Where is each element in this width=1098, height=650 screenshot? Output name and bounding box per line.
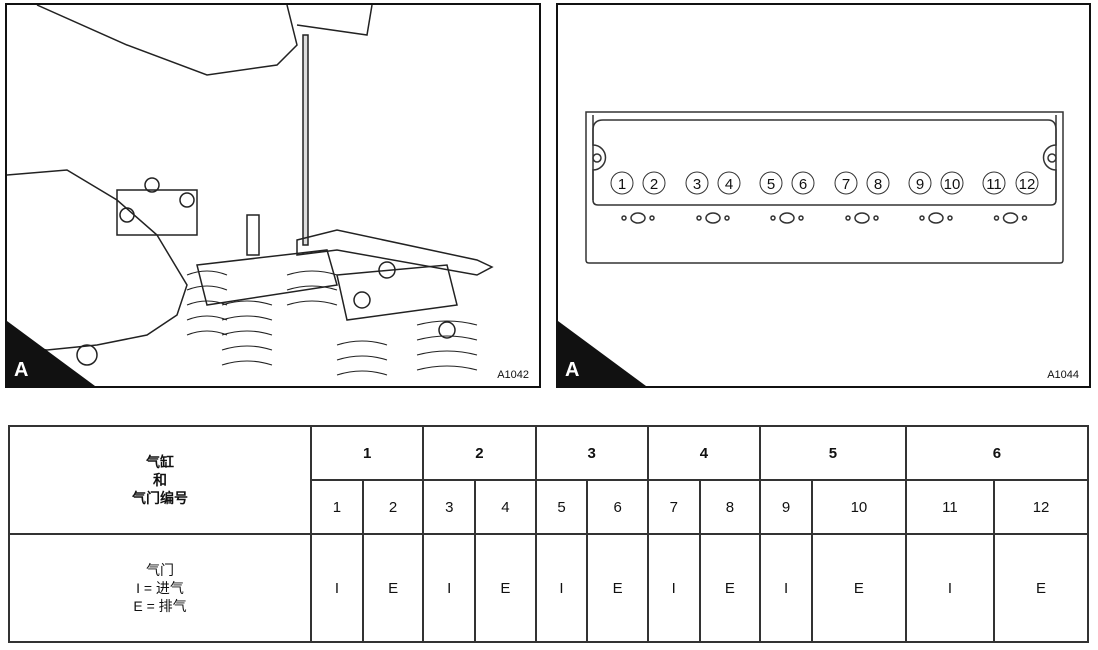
valve-type: E — [698, 533, 762, 643]
valve-number: 4 — [474, 479, 537, 535]
injector-port-icon — [705, 212, 721, 224]
bolt-hole-icon — [724, 215, 730, 221]
bolt-hole-icon — [798, 215, 804, 221]
bolt-hole-icon — [947, 215, 953, 221]
valve-type: E — [993, 533, 1089, 643]
header-label-line: 和 — [153, 472, 167, 488]
valve-legend-line: I = 进气 — [136, 580, 184, 596]
valve-number: 8 — [698, 479, 762, 535]
bolt-hole-icon — [919, 215, 925, 221]
valve-number-label: 7 — [842, 176, 850, 193]
valve-type: E — [361, 533, 425, 643]
bolt-hole-icon — [873, 215, 879, 221]
valve-number-label: 5 — [767, 176, 775, 193]
valve-type: I — [759, 533, 813, 643]
bolt-hole-icon — [845, 215, 851, 221]
injector-port-icon — [779, 212, 795, 224]
valve-circle — [642, 171, 666, 195]
valve-number-label: 10 — [944, 176, 961, 193]
valve-number: 5 — [534, 479, 589, 535]
engine-rocker-drawing — [7, 5, 494, 376]
valve-number: 7 — [646, 479, 701, 535]
valve-number-label: 2 — [650, 176, 658, 193]
valve-legend-cell: 气门 I = 进气 E = 排气 — [8, 533, 312, 643]
figure-code: A1044 — [1045, 369, 1081, 381]
valve-type: I — [534, 533, 589, 643]
bolt-hole-icon — [621, 215, 627, 221]
valve-number-label: 1 — [618, 176, 626, 193]
injector-port-icon — [928, 212, 944, 224]
valve-circle — [908, 171, 932, 195]
bolt-hole-icon — [770, 215, 776, 221]
corner-marker — [558, 321, 646, 386]
valve-number-label: 8 — [874, 176, 882, 193]
valve-number-label: 4 — [725, 176, 733, 193]
corner-marker — [7, 321, 95, 386]
valve-type: E — [586, 533, 649, 643]
cylinder-number: 6 — [904, 425, 1090, 481]
valve-circle — [940, 171, 964, 195]
valve-adjustment-illustration: A A1042 — [5, 3, 541, 388]
valve-circle — [982, 171, 1006, 195]
injector-port-icon — [1002, 212, 1019, 224]
bolt-hole-icon — [1021, 215, 1028, 221]
valve-circle — [685, 171, 709, 195]
valve-type: E — [811, 533, 907, 643]
valve-number-label: 12 — [1019, 176, 1036, 193]
header-label-line: 气门编号 — [132, 490, 188, 506]
header-label-line: 气缸 — [146, 454, 174, 470]
bolt-hole-icon — [649, 215, 655, 221]
bolt-hole-icon — [993, 215, 1000, 221]
valve-type: I — [422, 533, 477, 643]
valve-circle — [610, 171, 634, 195]
valve-circle — [717, 171, 741, 195]
valve-type: I — [646, 533, 701, 643]
bolt-hole-icon — [696, 215, 702, 221]
valve-number: 6 — [586, 479, 649, 535]
valve-type: I — [904, 533, 996, 643]
valve-number: 10 — [811, 479, 907, 535]
valve-number: 1 — [310, 479, 364, 535]
valve-circle — [1015, 171, 1039, 195]
valve-circle — [791, 171, 815, 195]
valve-number: 3 — [422, 479, 477, 535]
injector-port-icon — [854, 212, 870, 224]
valve-number-label: 9 — [916, 176, 924, 193]
valve-number: 2 — [361, 479, 425, 535]
valve-number: 11 — [904, 479, 996, 535]
valve-circle — [759, 171, 783, 195]
valve-number-label: 11 — [986, 176, 1002, 193]
figure-code: A1042 — [495, 369, 531, 381]
valve-legend-line: E = 排气 — [133, 598, 187, 614]
cylinder-number: 5 — [759, 425, 907, 481]
valve-circle — [866, 171, 890, 195]
valve-type: E — [474, 533, 537, 643]
valve-number: 12 — [993, 479, 1089, 535]
cylinder-number: 2 — [422, 425, 537, 481]
valve-number-label: 3 — [693, 176, 701, 193]
header-label-cell: 气缸 和 气门编号 — [8, 425, 312, 535]
valve-number: 9 — [759, 479, 813, 535]
valve-type: I — [310, 533, 364, 643]
valve-legend-line: 气门 — [146, 562, 174, 578]
figure-label: A — [565, 359, 580, 381]
cylinder-number: 4 — [646, 425, 762, 481]
figure-label: A — [14, 359, 29, 381]
valve-circle — [834, 171, 858, 195]
cylinder-number: 1 — [309, 425, 425, 481]
valve-number-label: 6 — [799, 176, 807, 193]
injector-port-icon — [630, 212, 646, 224]
cylinder-number: 3 — [534, 425, 649, 481]
